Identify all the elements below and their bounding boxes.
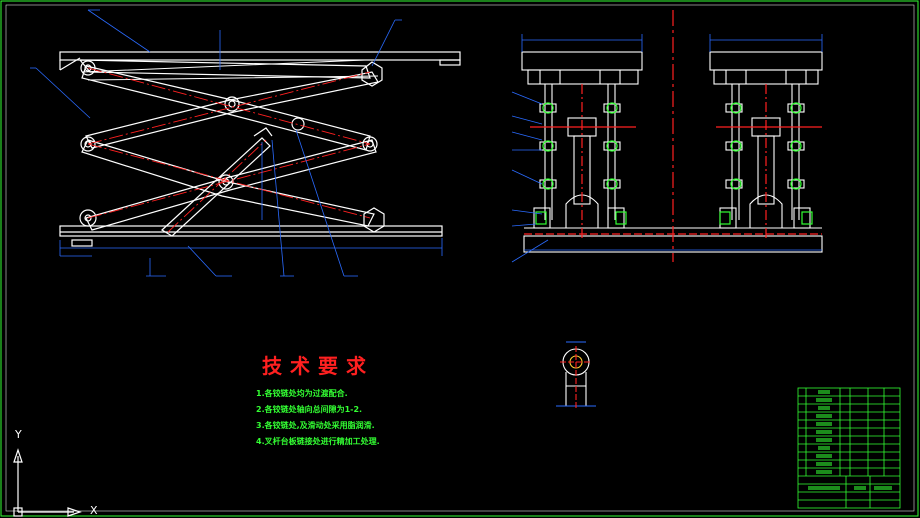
dimensions-front — [30, 9, 443, 277]
tech-requirements-list: 1.各铰链处均为过渡配合. 2.各铰链处轴向总间隙为1-2. 3.各铰链处,及滑… — [256, 386, 380, 450]
side-view-green-parts — [535, 102, 813, 225]
tech-requirements-title: 技术要求 — [262, 354, 374, 378]
axis-label-x: X — [90, 504, 98, 517]
side-view-red-parts — [524, 10, 822, 262]
scissor-lift-side-view — [521, 51, 823, 253]
requirement-item: 3.各铰链处,及滑动处采用脂润滑. — [256, 421, 375, 430]
requirement-item: 4.叉杆台板链接处进行精加工处理. — [256, 437, 380, 446]
requirement-item: 2.各铰链处轴向总间隙为1-2. — [256, 405, 363, 414]
scissor-lift-front-view — [59, 51, 461, 247]
inner-frame — [5, 4, 915, 512]
axis-label-y: Y — [15, 428, 22, 441]
center-lines-front — [87, 67, 371, 233]
requirement-item: 1.各铰链处均为过渡配合. — [256, 389, 348, 398]
rod-end-detail — [556, 341, 596, 410]
title-block-fill — [808, 390, 892, 490]
title-block — [797, 387, 901, 509]
dimensions-side — [511, 34, 823, 263]
ucs-axis-icon — [13, 448, 82, 517]
